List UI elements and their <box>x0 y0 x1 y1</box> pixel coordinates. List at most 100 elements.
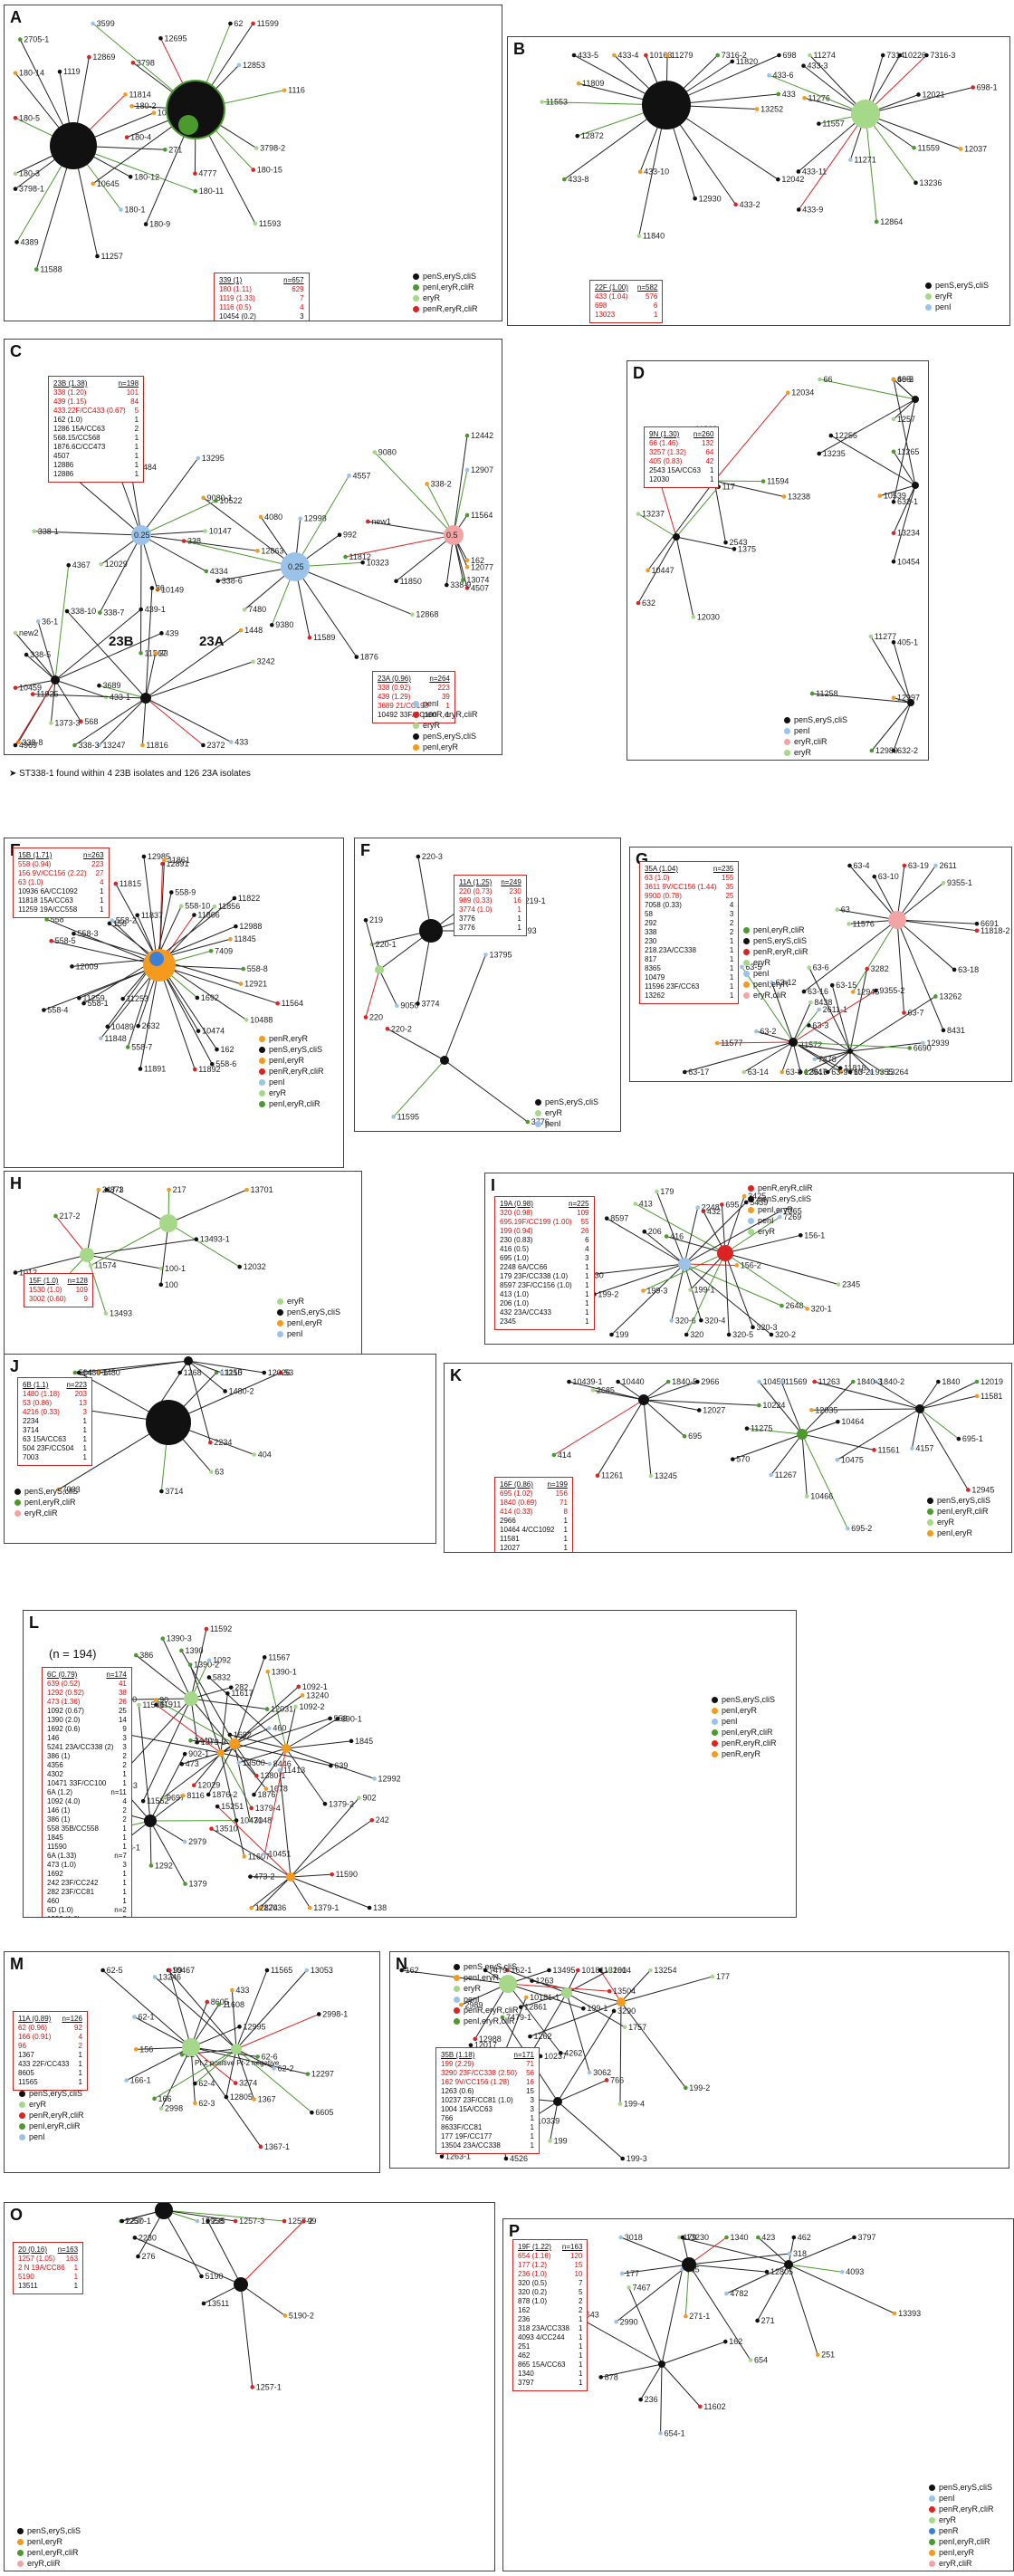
node-dot <box>120 2218 125 2224</box>
legend-label: penR,eryR,cliR <box>939 2504 994 2514</box>
node-label: 180-4 <box>130 133 151 142</box>
edge <box>597 1399 645 1476</box>
edge <box>190 1628 207 1700</box>
table-cell: 1 <box>729 991 734 1000</box>
edge <box>717 1041 794 1044</box>
node-dot <box>665 53 670 58</box>
edge <box>140 457 199 536</box>
network-graph: 12031639844612992297913816781380-11379-4… <box>53 1624 401 1912</box>
node-label: 11593 <box>259 219 281 228</box>
node-label: 13237 <box>642 510 665 519</box>
node-label: 10459 <box>763 1377 786 1386</box>
edge <box>149 1795 184 1822</box>
node-label: 1840-3 <box>856 1377 882 1386</box>
node-label: 1257 <box>125 2217 143 2226</box>
table-cell: 558 35B/CC558 <box>47 1824 99 1833</box>
node-dot <box>179 1648 184 1653</box>
edge <box>14 632 56 681</box>
legend-item: eryR <box>743 957 808 968</box>
edge <box>644 1231 685 1265</box>
node-dot <box>137 1702 141 1708</box>
node-dot <box>251 168 256 172</box>
node-label: 180-12 <box>134 172 159 181</box>
table-cell: 53 (0.86) <box>23 1399 53 1407</box>
node-dot <box>776 177 780 182</box>
edge <box>33 531 142 536</box>
table-cell: 320 (0.2) <box>518 2288 548 2296</box>
node-label: 2230 <box>139 2233 157 2242</box>
legend-swatch <box>925 282 932 289</box>
node-dot <box>394 579 398 584</box>
table-cell: 3290 23F/CC338 (2.50) <box>441 2069 518 2077</box>
node-dot <box>865 966 869 972</box>
table-cell: 56 <box>526 2069 534 2077</box>
node-label: 690-1 <box>341 1714 362 1723</box>
node-label: 11599 <box>257 19 279 28</box>
legend-label: penI <box>794 726 810 735</box>
node-label: 11572 <box>800 1040 822 1049</box>
node-dot <box>253 221 258 226</box>
edge <box>724 1252 808 1309</box>
table-cell: 1 <box>530 2132 534 2140</box>
edge <box>643 1399 760 1406</box>
node-dot <box>838 1069 844 1075</box>
legend-item: eryR <box>929 2514 994 2525</box>
edge <box>203 497 296 568</box>
node-dot <box>636 512 641 516</box>
edge <box>158 964 213 1065</box>
legend-swatch <box>748 1217 754 1224</box>
node-label: 10163 <box>649 51 672 60</box>
node-dot <box>13 685 18 690</box>
table-cell: 12030 <box>649 475 670 484</box>
table-cell: 439 (1.29) <box>378 693 411 701</box>
node-dot <box>308 1905 312 1910</box>
table-cell: 3774 (1.0) <box>459 905 493 914</box>
node-dot <box>201 2301 206 2306</box>
node-dot <box>293 1704 298 1709</box>
node-dot <box>741 1193 747 1199</box>
node-label: 63-17 <box>688 1068 709 1077</box>
node-dot <box>53 1213 58 1219</box>
edge <box>285 1748 375 1779</box>
node-dot <box>835 1458 840 1462</box>
node-label: 10447 <box>652 566 674 575</box>
legend-label: penI,eryR,cliR <box>24 1498 76 1507</box>
panel-e: E115641292116921048810474162558-61189211… <box>4 838 344 1168</box>
node-dot <box>188 1738 193 1743</box>
node-dot <box>748 2358 753 2362</box>
node-dot <box>91 21 95 26</box>
table-cell: 1 <box>82 1444 87 1452</box>
edge <box>37 621 56 681</box>
edge <box>43 964 160 1010</box>
node-label: 11816 <box>146 741 167 750</box>
node-label: 473-2 <box>254 1872 274 1882</box>
node-label: 1678 <box>270 1785 288 1794</box>
table-cell: 251 <box>518 2342 531 2351</box>
edge <box>688 2253 790 2265</box>
node-dot <box>215 579 221 583</box>
edge <box>145 697 204 746</box>
node-label: 570 <box>736 1455 750 1464</box>
legend-item: penI <box>454 1994 519 2005</box>
node-label: 62-2 <box>278 2064 294 2073</box>
node-dot <box>828 433 834 438</box>
node-dot <box>873 1379 878 1384</box>
node-label: 12032 <box>244 1262 266 1271</box>
edge <box>837 909 898 921</box>
edge <box>732 1433 803 1460</box>
table-cell: 432 23A/CC433 <box>500 1308 551 1317</box>
edge <box>893 642 912 704</box>
panel-label: J <box>10 1357 20 1375</box>
table-row: 236 (1.0)10 <box>518 2270 582 2279</box>
node-label: 3774 <box>421 999 439 1008</box>
node-label: 11822 <box>238 894 260 903</box>
table-cell: 1876.6C/CC473 <box>53 443 106 451</box>
node-dot <box>236 62 242 68</box>
table-cell: 9 <box>83 1295 88 1303</box>
node-label: 12998 <box>304 514 327 523</box>
node-label: 99 <box>173 1966 182 1975</box>
legend-item: penR,eryR <box>259 1033 324 1044</box>
table-cell: 166 (0.91) <box>18 2033 52 2041</box>
